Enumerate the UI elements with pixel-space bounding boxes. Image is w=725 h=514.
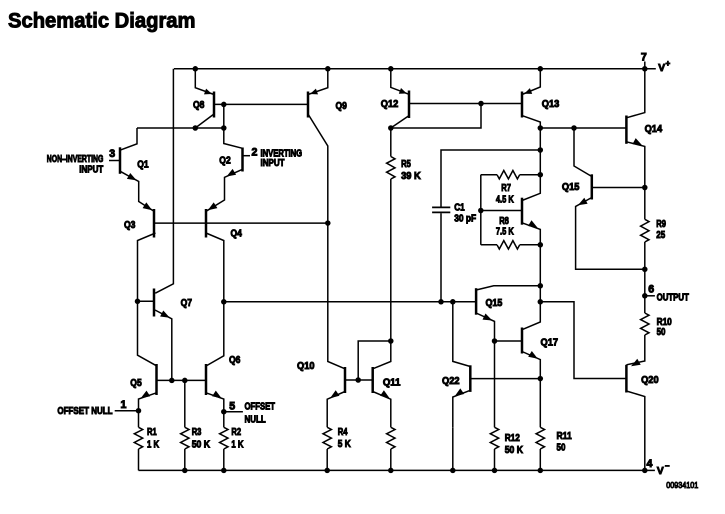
svg-text:30 pF: 30 pF — [454, 213, 476, 224]
svg-text:R12: R12 — [505, 433, 520, 444]
svg-text:Q17: Q17 — [541, 337, 559, 348]
svg-text:V: V — [658, 63, 665, 74]
svg-text:50: 50 — [657, 327, 666, 338]
svg-text:Q15: Q15 — [486, 298, 503, 309]
svg-text:7: 7 — [641, 51, 647, 63]
svg-text:Q4: Q4 — [231, 229, 243, 240]
svg-text:Q13: Q13 — [542, 99, 560, 110]
svg-text:+: + — [666, 59, 671, 68]
svg-text:R2: R2 — [231, 427, 241, 438]
svg-text:Q12: Q12 — [381, 99, 399, 110]
svg-text:Q3: Q3 — [124, 220, 136, 231]
svg-text:R9: R9 — [656, 219, 666, 230]
svg-text:Q5: Q5 — [130, 378, 142, 389]
svg-text:INVERTING: INVERTING — [261, 149, 303, 160]
svg-text:OFFSET NULL: OFFSET NULL — [57, 406, 112, 417]
svg-text:4: 4 — [646, 458, 652, 470]
svg-text:50 K: 50 K — [505, 445, 524, 456]
svg-text:INPUT: INPUT — [261, 158, 286, 169]
svg-text:00934101: 00934101 — [666, 481, 698, 490]
svg-text:Q7: Q7 — [181, 298, 193, 309]
svg-text:Q8: Q8 — [193, 100, 205, 111]
svg-text:V: V — [657, 466, 664, 477]
svg-text:OUTPUT: OUTPUT — [657, 292, 690, 303]
svg-text:1: 1 — [120, 399, 126, 411]
svg-text:R10: R10 — [657, 317, 672, 328]
svg-text:R3: R3 — [192, 427, 202, 438]
svg-text:R1: R1 — [147, 427, 157, 438]
svg-text:−: − — [665, 462, 670, 471]
svg-text:50: 50 — [557, 443, 566, 454]
svg-text:Q15: Q15 — [562, 182, 580, 193]
svg-text:Q10: Q10 — [297, 361, 315, 372]
svg-text:Q14: Q14 — [645, 124, 663, 135]
svg-text:25: 25 — [656, 230, 665, 241]
svg-text:R8: R8 — [499, 216, 509, 227]
svg-text:Q6: Q6 — [229, 355, 241, 366]
svg-text:Q22: Q22 — [442, 376, 460, 387]
svg-text:50 K: 50 K — [192, 440, 211, 451]
svg-text:4.5 K: 4.5 K — [496, 194, 514, 205]
svg-text:Q20: Q20 — [641, 375, 659, 386]
svg-text:2: 2 — [251, 147, 257, 159]
svg-text:1 K: 1 K — [231, 440, 244, 451]
svg-text:7.5 K: 7.5 K — [496, 226, 514, 237]
svg-text:39 K: 39 K — [401, 171, 421, 182]
svg-text:OFFSET: OFFSET — [245, 401, 276, 412]
svg-text:6: 6 — [648, 283, 654, 295]
svg-text:R5: R5 — [401, 159, 411, 170]
svg-text:NON–INVERTING: NON–INVERTING — [47, 154, 104, 165]
svg-text:Q2: Q2 — [219, 156, 231, 167]
svg-text:1 K: 1 K — [147, 440, 160, 451]
svg-text:5: 5 — [229, 401, 235, 413]
svg-text:R4: R4 — [338, 427, 348, 438]
svg-text:R11: R11 — [557, 431, 572, 442]
svg-text:Q1: Q1 — [137, 159, 149, 170]
svg-text:INPUT: INPUT — [79, 164, 104, 175]
svg-text:Q9: Q9 — [336, 101, 348, 112]
svg-text:C1: C1 — [454, 202, 465, 213]
svg-text:NULL: NULL — [245, 414, 266, 425]
svg-text:Q11: Q11 — [383, 378, 401, 389]
svg-text:3: 3 — [109, 148, 115, 160]
svg-text:Schematic Diagram: Schematic Diagram — [8, 9, 196, 33]
svg-text:R7: R7 — [501, 183, 511, 194]
svg-text:5 K: 5 K — [338, 439, 352, 450]
